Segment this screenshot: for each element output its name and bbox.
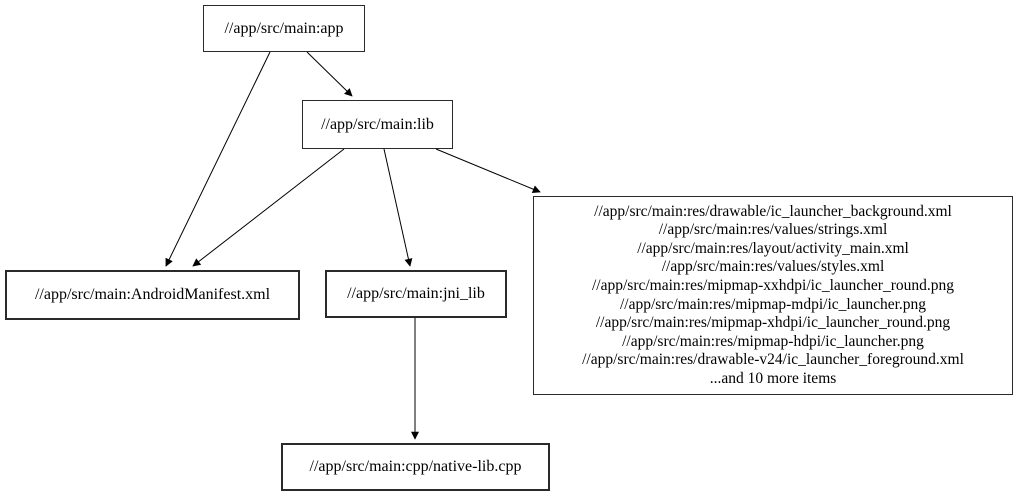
- res-file-line: //app/src/main:res/mipmap-hdpi/ic_launch…: [622, 332, 924, 350]
- edge-app-to-manifest: [165, 51, 271, 267]
- node-native-lib-cpp-label: //app/src/main:cpp/native-lib.cpp: [309, 458, 522, 475]
- node-app: //app/src/main:app: [203, 5, 365, 52]
- node-res-group: //app/src/main:res/drawable/ic_launcher_…: [533, 196, 1013, 395]
- node-app-label: //app/src/main:app: [224, 19, 344, 37]
- res-file-line: //app/src/main:res/values/strings.xml: [658, 221, 888, 239]
- node-native-lib-cpp: //app/src/main:cpp/native-lib.cpp: [281, 443, 550, 491]
- node-jni-lib: //app/src/main:jni_lib: [325, 270, 507, 318]
- node-jni-lib-label: //app/src/main:jni_lib: [347, 285, 485, 302]
- node-lib: //app/src/main:lib: [302, 100, 453, 149]
- res-file-line: //app/src/main:res/mipmap-xhdpi/ic_launc…: [595, 314, 951, 332]
- res-file-line: //app/src/main:res/drawable/ic_launcher_…: [594, 202, 952, 220]
- edge-app-to-lib: [306, 51, 353, 97]
- res-file-line: //app/src/main:res/values/styles.xml: [661, 258, 885, 276]
- edge-lib-to-manifest: [192, 148, 345, 267]
- res-file-line: //app/src/main:res/drawable-v24/ic_launc…: [582, 351, 964, 369]
- node-lib-label: //app/src/main:lib: [321, 115, 434, 133]
- edge-lib-to-res-group: [435, 148, 541, 193]
- node-android-manifest-label: //app/src/main:AndroidManifest.xml: [34, 286, 271, 303]
- res-more-items-line: ...and 10 more items: [709, 369, 837, 387]
- res-file-line: //app/src/main:res/layout/activity_main.…: [637, 239, 909, 257]
- res-file-line: //app/src/main:res/mipmap-mdpi/ic_launch…: [619, 295, 927, 313]
- node-android-manifest: //app/src/main:AndroidManifest.xml: [5, 270, 300, 320]
- res-file-line: //app/src/main:res/mipmap-xxhdpi/ic_laun…: [591, 276, 954, 294]
- edge-lib-to-jni-lib: [383, 148, 413, 267]
